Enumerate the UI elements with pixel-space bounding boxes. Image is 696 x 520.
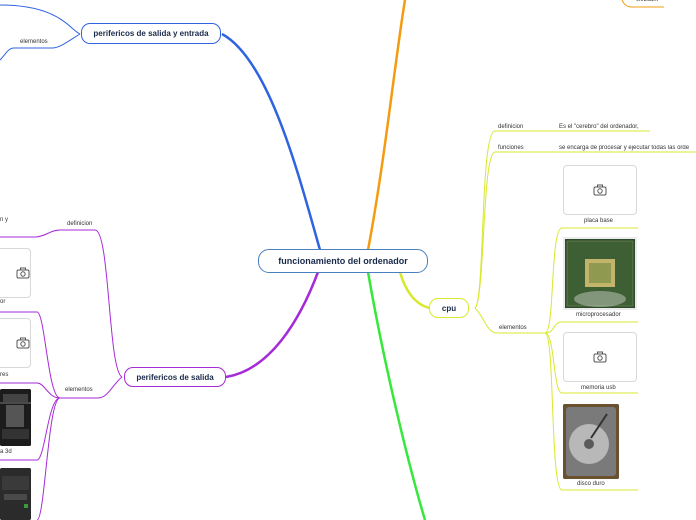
connector-elementos-item3 [0, 397, 61, 461]
memoria-usb-label: memoria usb [581, 385, 616, 391]
salida-definicion-label[interactable]: definicion [67, 221, 93, 227]
placa-base-frame[interactable] [563, 165, 637, 215]
cpu-elementos-label[interactable]: elementos [499, 325, 527, 331]
central-node-title: funcionamiento del ordenador [278, 256, 408, 266]
cpu-definicion-text[interactable]: Es el "cerebro" del ordenador, [559, 124, 639, 130]
entrada-elementos-label[interactable]: elementos [20, 39, 48, 45]
salida-definicion-text[interactable]: n y [0, 217, 9, 223]
microprocesador-label: microprocesador [576, 312, 621, 318]
perifericos-entrada-salida-node[interactable]: perifericos de salida y entrada [81, 23, 221, 44]
connector-salida-definicion [0, 229, 123, 378]
camera-icon [593, 184, 607, 196]
printer-3d-photo[interactable] [0, 389, 31, 446]
microprocesador-image [563, 237, 637, 310]
connector-central-top [366, 0, 407, 251]
printer-3d-image [0, 389, 31, 446]
salida-item-3-label: a 3d [0, 449, 12, 455]
cpu-funciones-label[interactable]: funciones [498, 145, 524, 151]
cpu-title: cpu [441, 303, 457, 313]
camera-icon [593, 351, 607, 363]
connector-cpu-usb [544, 332, 638, 394]
camera-icon [16, 337, 29, 349]
printer-photo[interactable] [0, 468, 31, 520]
perifericos-salida-title: perifericos de salida [136, 372, 214, 382]
salida-item-1-frame[interactable] [0, 248, 31, 298]
connector-cpu-funciones [474, 151, 696, 309]
microprocesador-photo[interactable] [563, 237, 637, 310]
perifericos-salida-node[interactable]: perifericos de salida [124, 367, 226, 387]
salida-elementos-label[interactable]: elementos [65, 387, 93, 393]
connector-central-entrada [221, 32, 322, 251]
connector-elementos-item1 [0, 311, 61, 399]
disco-duro-label: disco duro [577, 481, 605, 487]
connector-cpu-placa [544, 227, 638, 334]
cpu-node[interactable]: cpu [429, 298, 469, 318]
cpu-definicion-label[interactable]: definicion [498, 124, 524, 130]
connector-central-cpu [398, 271, 431, 310]
connector-elementos-item4 [36, 397, 61, 520]
connector-cpu-disco [544, 332, 638, 491]
connector-central-salida [225, 271, 320, 379]
connector-salida-elementos [60, 376, 123, 399]
connector-entrada-up [0, 4, 81, 35]
disco-duro-photo[interactable] [563, 404, 619, 479]
perifericos-entrada-salida-title: perifericos de salida y entrada [93, 29, 209, 38]
webcam-label[interactable]: webcam [636, 0, 659, 3]
connector-cpu-micro [544, 321, 638, 334]
disco-duro-image [563, 404, 619, 479]
connector-webcam [621, 0, 664, 8]
central-node[interactable]: funcionamiento del ordenador [258, 249, 428, 273]
cpu-funciones-text[interactable]: se encarga de procesar y ejecutar todas … [559, 145, 690, 151]
connector-elementos-item2 [0, 382, 61, 399]
placa-base-label: placa base [584, 218, 614, 224]
camera-icon [16, 267, 29, 279]
salida-item-1-label: or [0, 299, 6, 305]
connector-entrada-elementos [0, 33, 81, 61]
connector-cpu-elementos [474, 307, 545, 334]
printer-image [0, 468, 31, 520]
salida-item-2-frame[interactable] [0, 318, 31, 368]
salida-item-2-label: res [0, 372, 9, 378]
memoria-usb-frame[interactable] [563, 332, 637, 382]
connector-central-bottom [366, 271, 427, 520]
